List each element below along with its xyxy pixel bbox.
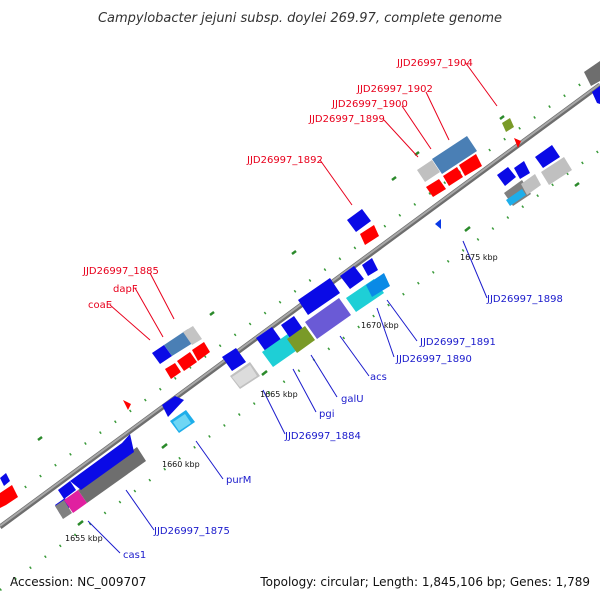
- label-jjd26997-1890: JJD26997_1890: [395, 354, 472, 365]
- label-galU: galU: [341, 394, 364, 405]
- feature-galU: [281, 316, 315, 353]
- label-coaE: coaE: [88, 300, 112, 311]
- feature-1875: [58, 434, 134, 499]
- accession-text: Accession: NC_009707: [10, 575, 146, 589]
- label-leader-lines: [87, 61, 498, 554]
- topology-summary-text: Topology: circular; Length: 1,845,106 bp…: [259, 575, 590, 589]
- gene-features: [0, 61, 600, 519]
- genome-backbone: [0, 82, 600, 530]
- label-jjd26997-1892: JJD26997_1892: [246, 155, 323, 166]
- feature-1891: [362, 258, 390, 297]
- gene-labels: JJD26997_1904 JJD26997_1902 JJD26997_190…: [82, 58, 563, 561]
- strand-marker-right: [435, 219, 441, 229]
- feature-acs: [298, 278, 351, 339]
- label-acs: acs: [370, 372, 387, 383]
- label-purM: purM: [226, 475, 251, 486]
- label-jjd26997-1900: JJD26997_1900: [331, 99, 408, 110]
- feature-left-edge: [0, 473, 18, 508]
- label-jjd26997-1902: JJD26997_1902: [356, 84, 433, 95]
- tick-label-1665: 1665 kbp: [260, 390, 298, 399]
- label-jjd26997-1884: JJD26997_1884: [284, 431, 361, 442]
- tick-label-1675: 1675 kbp: [460, 253, 498, 262]
- label-dapF: dapF: [113, 284, 138, 295]
- label-jjd26997-1904: JJD26997_1904: [396, 58, 473, 69]
- feature-1884: [222, 348, 260, 389]
- scale-tick-labels: 1655 kbp 1660 kbp 1665 kbp 1670 kbp 1675…: [65, 253, 498, 543]
- label-pgi: pgi: [319, 409, 334, 420]
- feature-1892: [347, 209, 379, 245]
- map-title: Campylobacter jejuni subsp. doylei 269.9…: [98, 11, 502, 26]
- feature-1885-cluster: [152, 326, 210, 379]
- feature-cas1: [55, 447, 146, 519]
- inner-ruler-track: [0, 148, 600, 592]
- feature-1899-cluster: [417, 136, 482, 197]
- label-cas1: cas1: [123, 550, 146, 561]
- tick-label-1670: 1670 kbp: [361, 321, 399, 330]
- feature-right-cluster: [497, 61, 600, 206]
- label-jjd26997-1899: JJD26997_1899: [308, 114, 385, 125]
- label-jjd26997-1898: JJD26997_1898: [486, 294, 563, 305]
- label-jjd26997-1885: JJD26997_1885: [82, 266, 159, 277]
- label-jjd26997-1891: JJD26997_1891: [419, 337, 496, 348]
- feature-1904: [502, 118, 521, 148]
- feature-purM: [162, 396, 195, 433]
- label-jjd26997-1875: JJD26997_1875: [153, 526, 230, 537]
- strand-marker-left: [123, 400, 131, 410]
- tick-label-1660: 1660 kbp: [162, 460, 200, 469]
- tick-label-1655: 1655 kbp: [65, 534, 103, 543]
